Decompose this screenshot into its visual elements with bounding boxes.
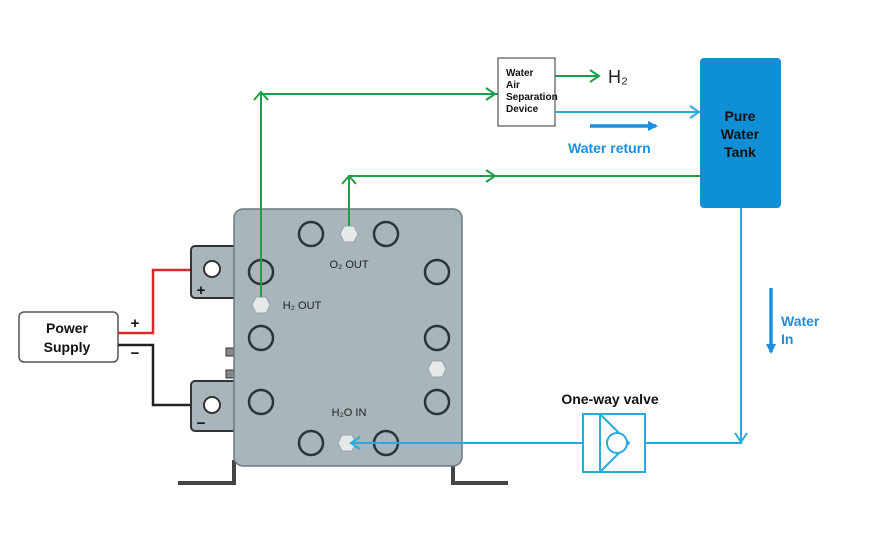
bolt-hole (297, 429, 325, 457)
pure-water-tank: Pure Water Tank (700, 58, 781, 208)
h2-output-label: H₂ (608, 67, 628, 87)
electrolyzer-stack: + − O₂ OUT H₂ OUT H₂O IN (178, 208, 508, 485)
bolt-hole (423, 388, 451, 416)
power-supply: Power Supply + − (18, 311, 140, 363)
positive-wire (118, 268, 196, 335)
negative-terminal-sign: − (197, 415, 206, 432)
o2-port (339, 225, 359, 243)
tank-label-3: Tank (724, 144, 756, 160)
power-supply-minus: − (131, 345, 140, 362)
one-way-valve (582, 413, 646, 473)
water-return-line-arrow (689, 105, 701, 119)
bolt-hole (247, 324, 275, 352)
bolt-hole (297, 220, 325, 248)
one-way-valve-label: One-way valve (561, 391, 658, 407)
tank-label-1: Pure (724, 108, 755, 124)
separator-label-2: Air (506, 80, 520, 91)
h2o-in-label: H₂O IN (332, 407, 367, 419)
water-in-label-2: In (781, 331, 793, 347)
tank-label-2: Water (721, 126, 760, 142)
o2-out-label: O₂ OUT (329, 259, 368, 271)
separator-label-1: Water (506, 68, 534, 79)
o2-line-arrow-right (485, 169, 497, 183)
h2-line-to-separator (260, 93, 498, 297)
h2-line-arrow-up (253, 90, 269, 101)
water-air-separation-device: Water Air Separation Device (497, 57, 558, 127)
bolt-hole (423, 324, 451, 352)
side-port (427, 360, 447, 378)
separator-label-4: Device (506, 104, 539, 115)
power-supply-label-2: Supply (44, 339, 91, 355)
bolt-hole (372, 220, 400, 248)
power-supply-label-1: Power (46, 320, 89, 336)
h2-port (251, 296, 271, 314)
o2-line-arrow-up (341, 174, 357, 185)
valve-to-stack-arrow (349, 436, 361, 450)
water-in-line-arrow (734, 432, 748, 444)
water-in-label-1: Water (781, 313, 820, 329)
h2-out-label: H₂ OUT (283, 300, 322, 312)
h2-output-arrow (589, 69, 601, 83)
h2-line-arrow-right (485, 87, 497, 101)
water-return-label: Water return (568, 140, 651, 156)
negative-wire (118, 343, 196, 407)
separator-label-3: Separation (506, 92, 558, 103)
bolt-hole (423, 258, 451, 286)
positive-terminal-sign: + (197, 282, 206, 299)
bolt-hole (247, 388, 275, 416)
power-supply-plus: + (131, 315, 140, 332)
water-in-line (645, 208, 742, 444)
